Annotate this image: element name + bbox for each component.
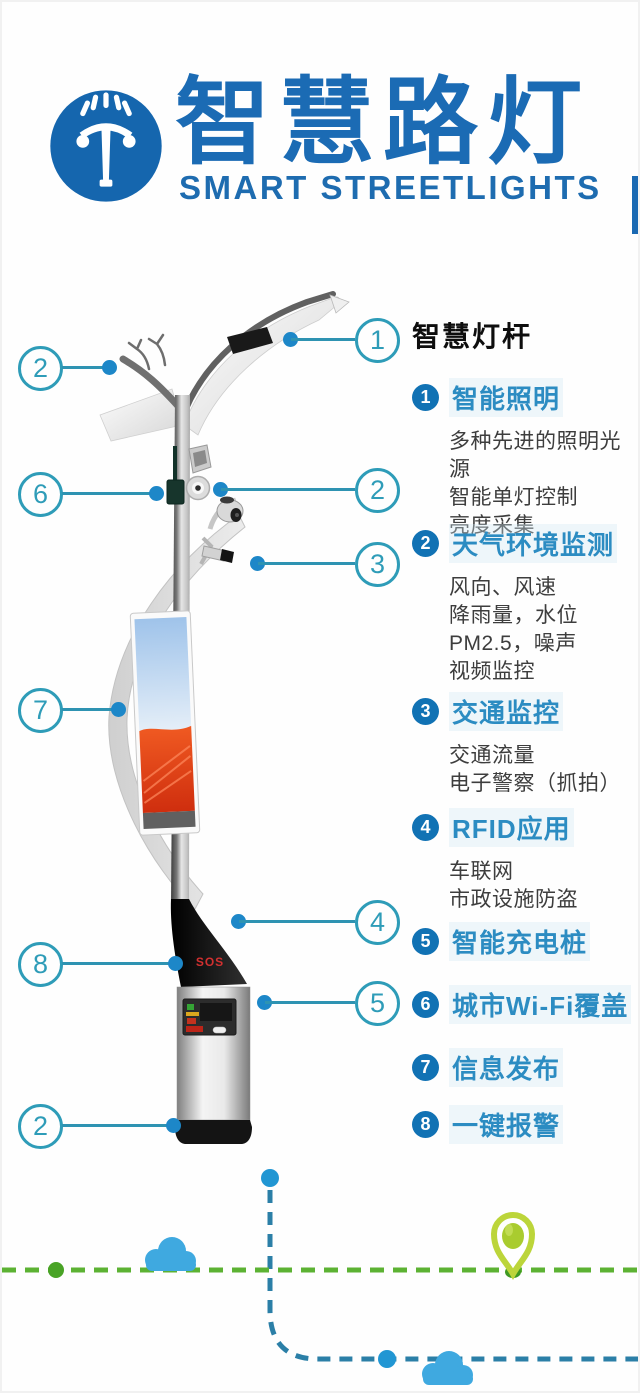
- feature-detail: 风向、风速: [449, 576, 557, 599]
- feature-detail: 多种先进的照明光源: [449, 430, 621, 481]
- callout-line: [62, 366, 109, 369]
- feature-item-rfid: 4 RFID应用 车联网 市政设施防盗: [412, 808, 638, 914]
- solar-panel: [227, 327, 273, 354]
- feature-number-badge: 4: [412, 814, 439, 841]
- weather-sensor-antennas: [127, 333, 167, 371]
- feature-title: 天气环境监测: [449, 524, 618, 563]
- feature-number-badge: 2: [412, 530, 439, 557]
- callout-line: [62, 708, 119, 711]
- feature-number-badge: 3: [412, 698, 439, 725]
- feature-title: 一键报警: [449, 1105, 564, 1144]
- pole-base: [175, 1120, 252, 1144]
- main-arm: [179, 291, 350, 436]
- pole-devices: [166, 444, 244, 565]
- feature-item-weather: 2 天气环境监测 风向、风速 降雨量，水位 PM2.5，噪声 视频监控: [412, 524, 638, 686]
- feature-detail: 电子警察（抓拍）: [449, 772, 621, 795]
- feature-title: 城市Wi-Fi覆盖: [449, 985, 632, 1024]
- callout-dot: [231, 914, 246, 929]
- page-title: 智慧路灯: [175, 70, 592, 176]
- feature-detail: 降雨量，水位: [449, 604, 578, 627]
- callout-circle-traffic: 3: [355, 542, 400, 587]
- footer-decoration: [2, 1169, 638, 1385]
- wifi-ap-icon: [166, 479, 185, 505]
- feature-detail: 市政设施防盗: [449, 888, 578, 911]
- left-arm: [99, 333, 183, 442]
- callout-circle-base: 2: [18, 1104, 63, 1149]
- route-node: [378, 1350, 396, 1368]
- callout-dot: [213, 482, 228, 497]
- callout-line: [258, 562, 355, 565]
- callout-line: [239, 920, 355, 923]
- feature-number-badge: 7: [412, 1054, 439, 1081]
- feature-item-info: 7 信息发布: [412, 1048, 638, 1087]
- callout-dot: [111, 702, 126, 717]
- callout-dot: [168, 956, 183, 971]
- route-node: [261, 1169, 279, 1187]
- callout-circle-charging: 5: [355, 981, 400, 1026]
- callout-dot: [257, 995, 272, 1010]
- callout-circle-weather-top: 2: [18, 346, 63, 391]
- feature-number-badge: 5: [412, 928, 439, 955]
- streetlight-logo-icon: [50, 90, 162, 202]
- callout-line: [221, 488, 355, 491]
- feature-detail: 车联网: [449, 860, 514, 883]
- feature-title: 智能照明: [449, 378, 564, 417]
- feature-item-alarm: 8 一键报警: [412, 1105, 638, 1144]
- sos-label: SOS: [196, 955, 224, 969]
- location-pin-icon: [490, 1212, 536, 1281]
- feature-title: RFID应用: [449, 808, 574, 847]
- feature-detail: PM2.5，噪声: [449, 632, 577, 655]
- charging-cabinet: [176, 986, 251, 1121]
- ball-camera-icon: [185, 475, 211, 501]
- dome-camera-icon: [207, 496, 244, 530]
- feature-detail: 交通流量: [449, 744, 535, 767]
- cloud-icon: [145, 1237, 196, 1271]
- callout-line: [62, 1124, 174, 1127]
- callout-dot: [102, 360, 117, 375]
- feature-item-charging: 5 智能充电桩: [412, 922, 638, 961]
- cloud-icon: [422, 1351, 473, 1385]
- callout-dot: [283, 332, 298, 347]
- feature-detail: 智能单灯控制: [449, 486, 578, 509]
- callout-circle-wifi: 6: [18, 472, 63, 517]
- feature-detail: 视频监控: [449, 660, 535, 683]
- callout-line: [62, 492, 157, 495]
- sos-panel: SOS: [170, 899, 247, 987]
- feature-title: 信息发布: [449, 1048, 564, 1087]
- callout-line: [62, 962, 176, 965]
- feature-number-badge: 8: [412, 1111, 439, 1138]
- callout-dot: [166, 1118, 181, 1133]
- callout-line: [265, 1001, 355, 1004]
- feature-number-badge: 6: [412, 991, 439, 1018]
- callout-dot: [149, 486, 164, 501]
- route-path: [267, 1190, 638, 1362]
- feature-item-traffic: 3 交通监控 交通流量 电子警察（抓拍）: [412, 692, 638, 798]
- cctv-camera-icon: [199, 536, 234, 565]
- feature-number-badge: 1: [412, 384, 439, 411]
- callout-circle-weather-mid: 2: [355, 468, 400, 513]
- feature-detail: 亮度采集: [449, 514, 535, 537]
- feature-title: 智能充电桩: [449, 922, 591, 961]
- corner-accent-bar: [632, 176, 638, 234]
- info-display-screen: [129, 610, 201, 836]
- green-node: [48, 1262, 64, 1278]
- feature-item-wifi: 6 城市Wi-Fi覆盖: [412, 985, 638, 1024]
- callout-circle-lighting: 1: [355, 318, 400, 363]
- callout-dot: [250, 556, 265, 571]
- feature-title: 交通监控: [449, 692, 564, 731]
- callout-line: [291, 338, 355, 341]
- callout-circle-rfid: 4: [355, 900, 400, 945]
- callout-circle-sos: 8: [18, 942, 63, 987]
- diagram-title: 智慧灯杆: [412, 321, 533, 352]
- smart-pole-illustration: SOS: [99, 291, 350, 1144]
- feature-item-lighting: 1 智能照明 多种先进的照明光源 智能单灯控制 亮度采集: [412, 378, 638, 540]
- callout-circle-display: 7: [18, 688, 63, 733]
- page-subtitle: SMART STREETLIGHTS: [179, 169, 602, 206]
